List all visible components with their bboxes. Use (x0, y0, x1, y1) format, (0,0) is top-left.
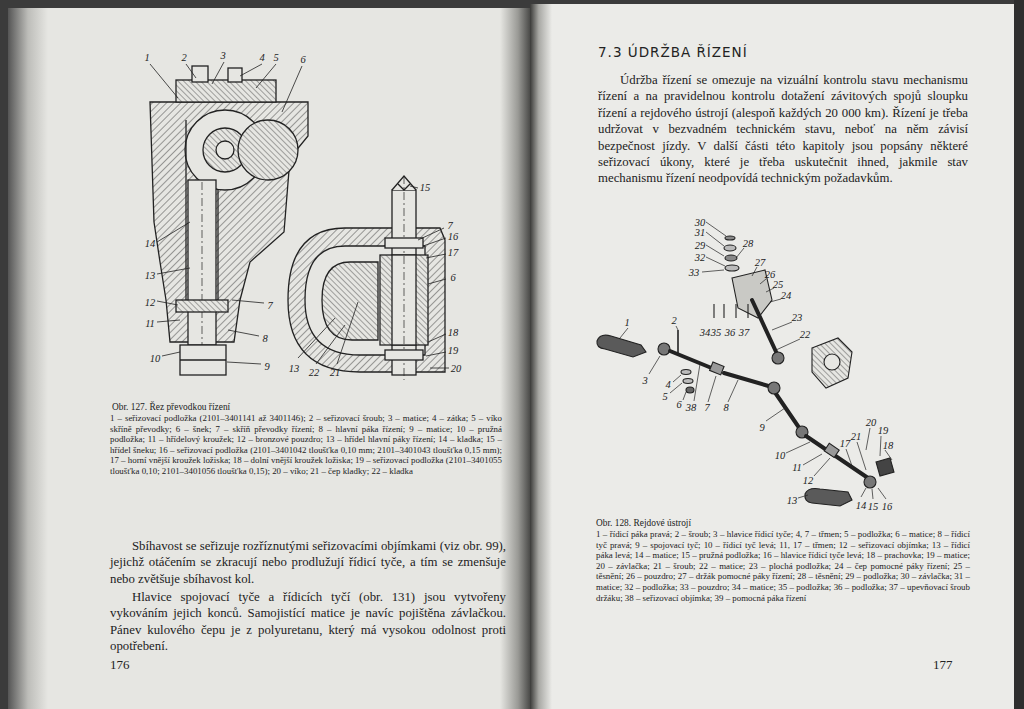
body-paragraph: Hlavice spojovací tyče a řídicích tyčí (… (110, 589, 506, 655)
callout-number: 32 (695, 252, 706, 263)
callout-number: 2 (181, 52, 186, 63)
callout-number: 10 (775, 450, 786, 461)
page-number: 177 (933, 658, 973, 672)
callout-number: 5 (273, 52, 278, 63)
callout-number: 20 (866, 417, 877, 428)
callout-number: 13 (145, 270, 156, 281)
callout-number: 18 (448, 327, 459, 338)
callout-number: 13 (289, 363, 300, 374)
callout-number: 18 (883, 440, 894, 451)
callout-number: 16 (448, 231, 459, 242)
caption-legend: 1 – seřizovací podložka (2101–3401141 až… (110, 413, 502, 477)
callout-number: 8 (262, 333, 267, 344)
callout-number: 31 (695, 227, 706, 238)
callout-number: 27 (755, 257, 766, 268)
callout-number: 34 (700, 327, 711, 338)
callout-number: 30 (695, 217, 706, 228)
callout-number: 11 (792, 462, 802, 473)
callout-number: 19 (448, 345, 459, 356)
callout-number: 12 (803, 475, 814, 486)
callout-number: 7 (447, 220, 452, 231)
callout-number: 3 (220, 50, 225, 61)
callout-number: 35 (711, 327, 722, 338)
callout-number: 28 (743, 238, 754, 249)
section-heading: 7.3 ÚDRŽBA ŘÍZENÍ (598, 44, 748, 60)
callout-number: 16 (882, 501, 893, 512)
callout-number: 15 (868, 501, 879, 512)
callout-number: 10 (150, 353, 161, 364)
callout-number: 7 (704, 402, 709, 413)
body-paragraph: Sbíhavost se seřizuje rozříznutými seřiz… (110, 538, 506, 587)
callout-number: 2 (671, 315, 676, 326)
callout-number: 33 (689, 267, 700, 278)
callout-number: 21 (330, 367, 341, 378)
callout-number: 11 (145, 318, 155, 329)
callout-number: 20 (451, 363, 462, 374)
callout-number: 15 (420, 182, 431, 193)
callout-number: 14 (856, 500, 867, 511)
callout-number: 3 (642, 375, 647, 386)
callout-number: 37 (739, 327, 750, 338)
callout-number: 12 (145, 297, 156, 308)
callout-number: 1 (624, 317, 629, 328)
callout-number: 36 (725, 327, 736, 338)
callout-number: 6 (676, 399, 681, 410)
callout-number: 9 (759, 422, 764, 433)
callout-number: 38 (686, 402, 697, 413)
callout-number: 7 (267, 300, 272, 311)
callout-number: 6 (300, 54, 305, 65)
callout-number: 23 (792, 312, 803, 323)
callout-number: 22 (309, 367, 320, 378)
page-number: 176 (110, 658, 150, 672)
callout-number: 4 (259, 52, 264, 63)
callout-number: 14 (145, 238, 156, 249)
callout-number: 19 (878, 425, 889, 436)
caption-heading: Obr. 127. Řez převodkou řízení (112, 402, 492, 413)
callout-number: 29 (695, 240, 706, 251)
callout-number: 21 (851, 431, 862, 442)
callout-number: 1 (144, 52, 149, 63)
callout-number: 8 (723, 402, 728, 413)
callout-number: 6 (450, 272, 455, 283)
callout-number: 24 (781, 290, 792, 301)
callout-number: 17 (448, 247, 459, 258)
callout-number: 17 (840, 438, 851, 449)
callout-number: 25 (773, 279, 784, 290)
caption-legend: 1 – řídicí páka pravá; 2 – šroub; 3 – hl… (596, 529, 970, 603)
callout-number: 4 (665, 379, 670, 390)
callout-number: 26 (765, 269, 776, 280)
body-paragraph: Údržba řízení se omezuje na vizuální kon… (598, 72, 968, 187)
caption-heading: Obr. 128. Rejdové ústrojí (596, 518, 896, 529)
callout-number: 13 (787, 495, 798, 506)
callout-number: 22 (800, 329, 811, 340)
callout-number: 9 (264, 361, 269, 372)
callout-number: 5 (662, 391, 667, 402)
